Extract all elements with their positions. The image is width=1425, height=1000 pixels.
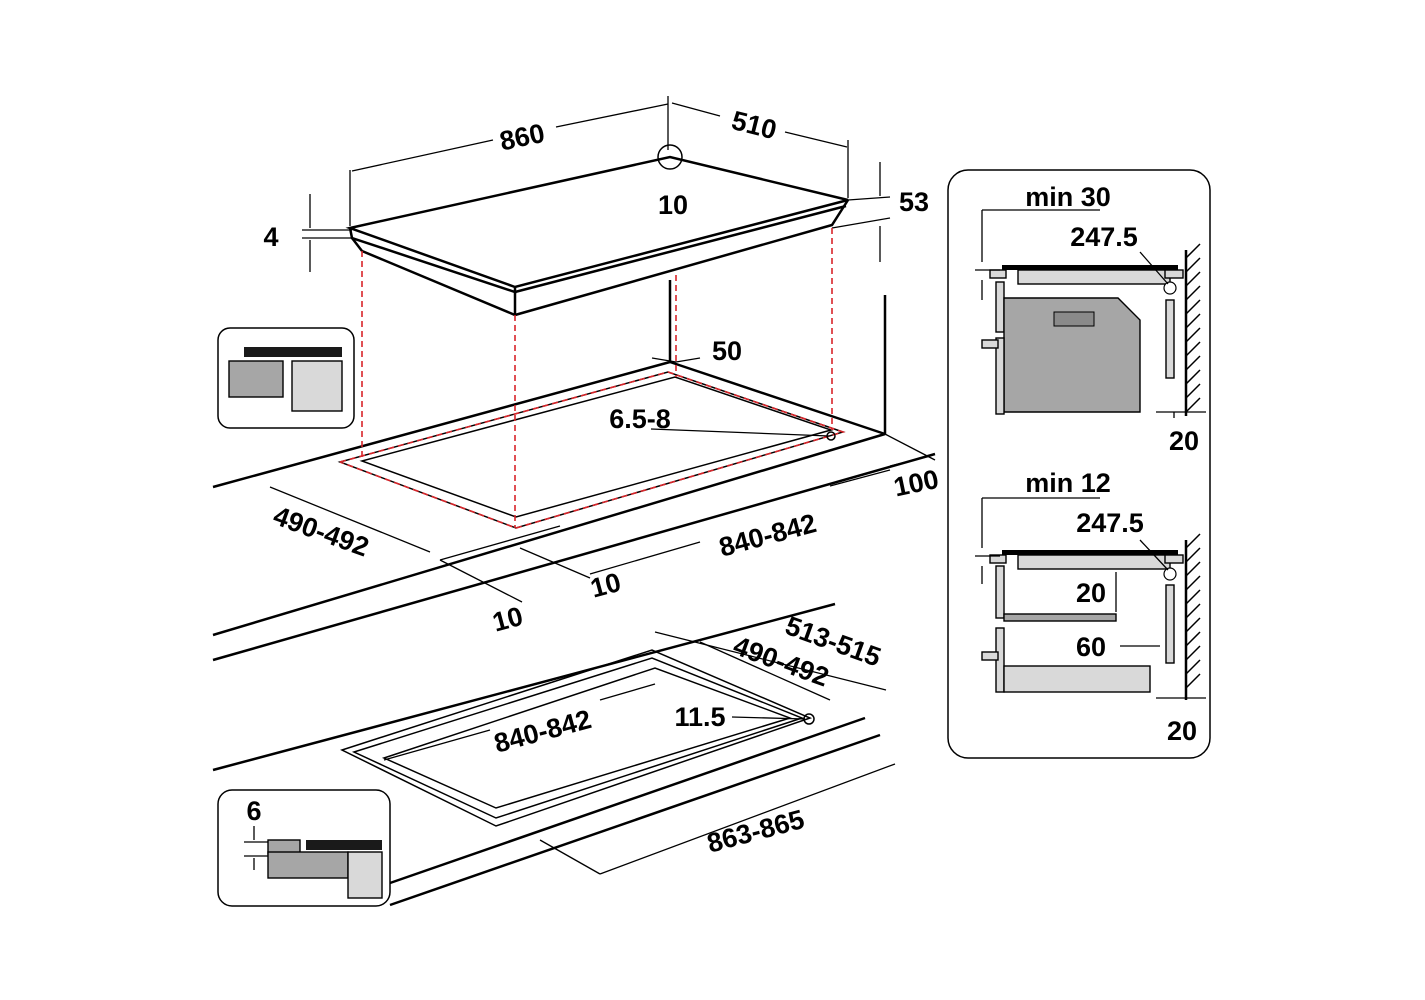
label-flush-outer-width: 863-865	[704, 804, 807, 859]
worktop-cutout	[212, 228, 936, 662]
label-rear-gap: 50	[712, 336, 742, 366]
label-drawer-wall: 20	[1167, 716, 1197, 746]
flush-cutout	[212, 602, 896, 907]
label-flush-radius: 11.5	[674, 702, 725, 732]
label-cutout-radius: 6.5-8	[609, 404, 671, 434]
hob	[345, 144, 850, 317]
label-drawer-offset: 247.5	[1076, 508, 1144, 538]
label-glass-thickness: 4	[263, 222, 278, 252]
label-flush-inner-width: 840-842	[491, 704, 594, 759]
label-top-width: 860	[497, 118, 547, 157]
oven-section	[975, 209, 1206, 418]
label-drawer-gap: 20	[1076, 578, 1106, 608]
label-oven-min: min 30	[1025, 182, 1111, 212]
label-cutout-depth: 490-492	[269, 501, 372, 563]
side-section-panel	[947, 169, 1211, 759]
label-wall-distance: 100	[891, 464, 941, 503]
label-front-gap: 10	[587, 567, 624, 604]
inset-mount-flush	[217, 789, 391, 907]
label-cutout-width: 840-842	[716, 508, 819, 563]
label-drawer-min: min 12	[1025, 468, 1111, 498]
label-rebate-depth: 6	[246, 796, 261, 826]
label-oven-offset: 247.5	[1070, 222, 1138, 252]
label-side-gap: 10	[489, 601, 526, 638]
drawer-section	[975, 497, 1206, 700]
label-oven-wall: 20	[1169, 426, 1199, 456]
hob-dimensions	[302, 96, 891, 272]
label-total-height: 53	[899, 187, 929, 217]
label-top-depth: 510	[729, 105, 780, 145]
label-corner-radius: 10	[658, 190, 688, 220]
label-drawer-clearance: 60	[1076, 632, 1106, 662]
inset-mount-standard	[217, 327, 355, 429]
